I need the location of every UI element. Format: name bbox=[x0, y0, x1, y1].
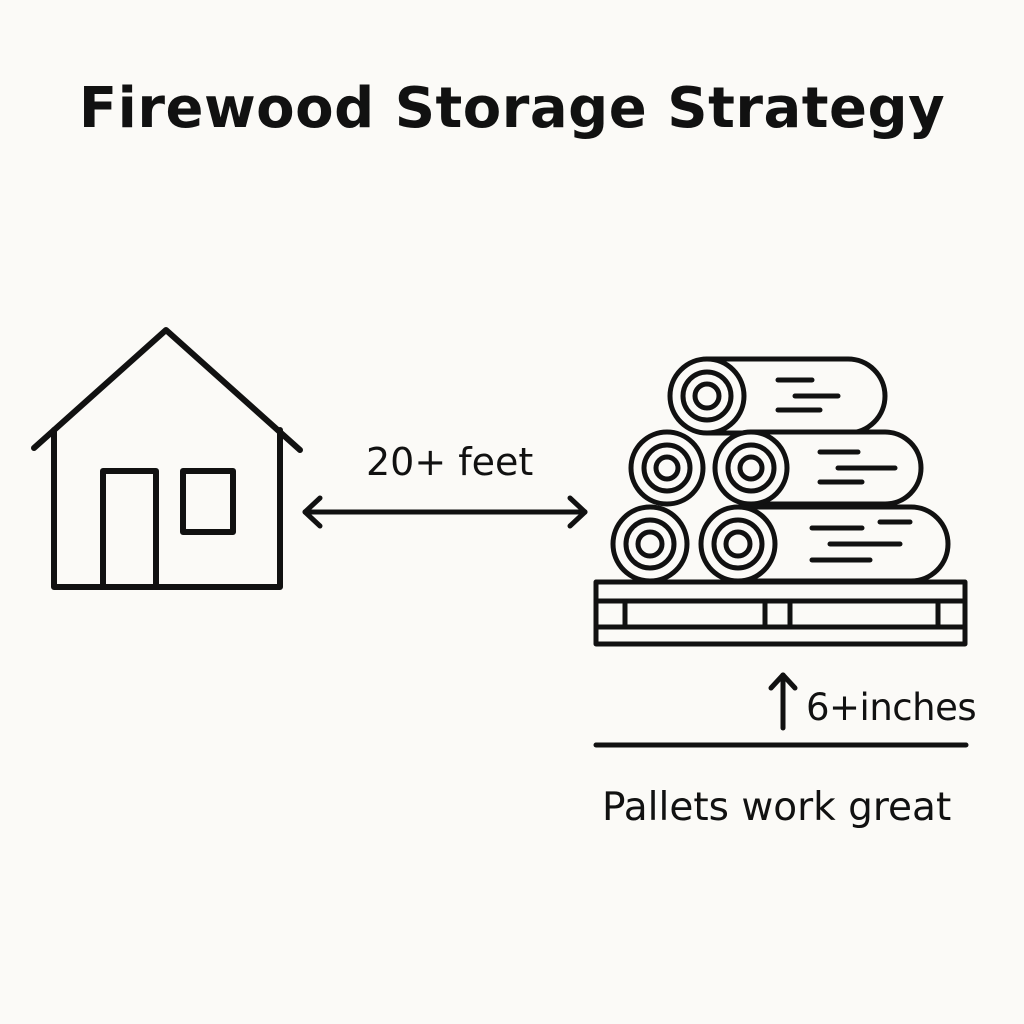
log-stack-icon bbox=[610, 356, 951, 584]
house-window bbox=[180, 468, 236, 535]
house-door bbox=[100, 468, 159, 590]
pallet-caption: Pallets work great bbox=[602, 785, 952, 830]
up-arrow-icon bbox=[768, 672, 798, 731]
log bbox=[667, 356, 888, 436]
house-icon bbox=[31, 327, 303, 590]
double-arrow-icon bbox=[302, 495, 588, 529]
log bbox=[712, 429, 924, 507]
diagram-title: Firewood Storage Strategy bbox=[78, 76, 946, 141]
height-label: 6+inches bbox=[806, 686, 977, 729]
log bbox=[610, 504, 690, 584]
pallet-icon bbox=[593, 579, 968, 647]
distance-label: 20+ feet bbox=[366, 440, 534, 484]
log bbox=[698, 504, 951, 584]
log bbox=[628, 429, 706, 507]
